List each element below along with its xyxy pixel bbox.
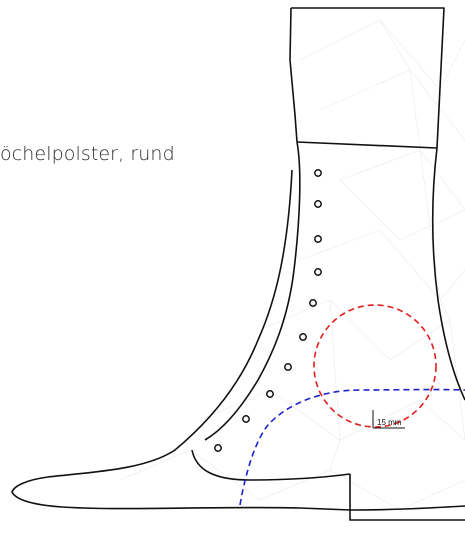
eyelet (242, 415, 250, 423)
eyelet (314, 169, 322, 177)
eyelet (284, 363, 292, 371)
background-watermark (119, 19, 465, 511)
sole-line (349, 505, 465, 511)
ankle-pad-circle (313, 304, 437, 428)
boot-shaft-outline (291, 7, 445, 149)
lining-dashed-line (239, 388, 465, 506)
boot-back-seam (431, 147, 465, 401)
boot-collar-line (296, 141, 438, 149)
measurement-marker: 15 mm (372, 410, 405, 429)
eyelet-row (214, 169, 322, 452)
eyelet-facing-outline (204, 141, 301, 441)
eyelet (314, 268, 322, 276)
eyelet (299, 333, 307, 341)
boot-shaft-left-edge (289, 7, 298, 143)
toe-cap-outline (191, 449, 351, 481)
eyelet (266, 390, 274, 398)
eyelet (309, 299, 317, 307)
heel-outline (349, 474, 465, 521)
eyelet (314, 235, 322, 243)
eyelet (214, 444, 222, 452)
caption-label: öchelpolster, rund (0, 143, 175, 165)
boot-front-outline (11, 169, 351, 511)
eyelet (314, 200, 322, 208)
measurement-label: 15 mm (377, 418, 402, 427)
